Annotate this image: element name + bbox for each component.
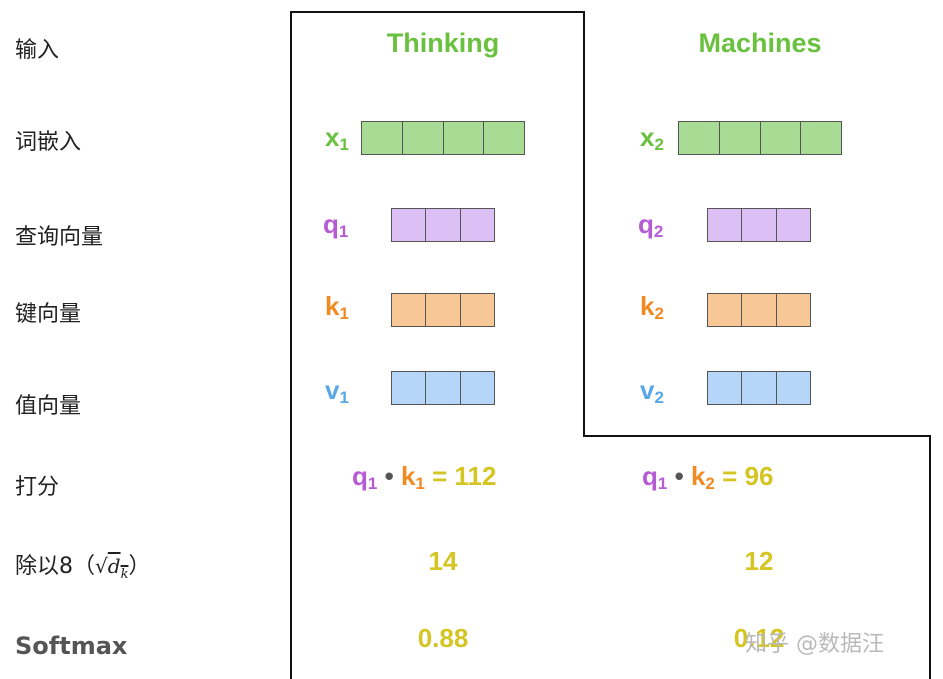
- row-label-key: 键向量: [15, 302, 82, 327]
- score-1: q1 • k1 = 112: [352, 461, 497, 493]
- v2-label: v2: [640, 375, 664, 407]
- x1-embedding-vector: [361, 121, 525, 155]
- word-machines: Machines: [698, 28, 822, 58]
- x1-label: x1: [325, 122, 349, 154]
- row-label-query: 查询向量: [15, 225, 104, 250]
- score-2: q1 • k2 = 96: [642, 461, 774, 493]
- k1-label: k1: [325, 291, 349, 323]
- q1-query-vector: [391, 208, 495, 242]
- v1-value-vector: [391, 371, 495, 405]
- q2-query-vector: [707, 208, 811, 242]
- row-label-input: 输入: [15, 38, 60, 63]
- v1-label: v1: [325, 375, 349, 407]
- softmax-2: 0.12: [733, 623, 785, 653]
- divide-close: ）: [128, 554, 151, 579]
- q1-label: q1: [323, 209, 349, 241]
- zhihu-watermark: 知乎 @数据汪: [745, 632, 884, 657]
- row-label-embedding: 词嵌入: [15, 130, 82, 155]
- x2-label: x2: [640, 122, 664, 154]
- divided-2: 12: [744, 546, 774, 576]
- score-1-value: 112: [454, 461, 497, 491]
- divide-text: 除以8（: [15, 554, 95, 579]
- divided-1: 14: [428, 546, 458, 576]
- k2-label: k2: [640, 291, 664, 323]
- row-label-value: 值向量: [15, 394, 82, 419]
- k1-key-vector: [391, 293, 495, 327]
- x2-embedding-vector: [678, 121, 842, 155]
- row-label-score: 打分: [15, 475, 60, 500]
- row-label-divide: 除以8（√dk）: [15, 548, 150, 582]
- q2-label: q2: [638, 209, 664, 241]
- sqrt-dk-formula: √dk: [95, 554, 129, 582]
- softmax-1: 0.88: [417, 623, 469, 653]
- k2-key-vector: [707, 293, 811, 327]
- word-thinking: Thinking: [386, 28, 500, 58]
- row-label-softmax: Softmax: [15, 632, 128, 660]
- score-2-value: 96: [744, 461, 774, 491]
- v2-value-vector: [707, 371, 811, 405]
